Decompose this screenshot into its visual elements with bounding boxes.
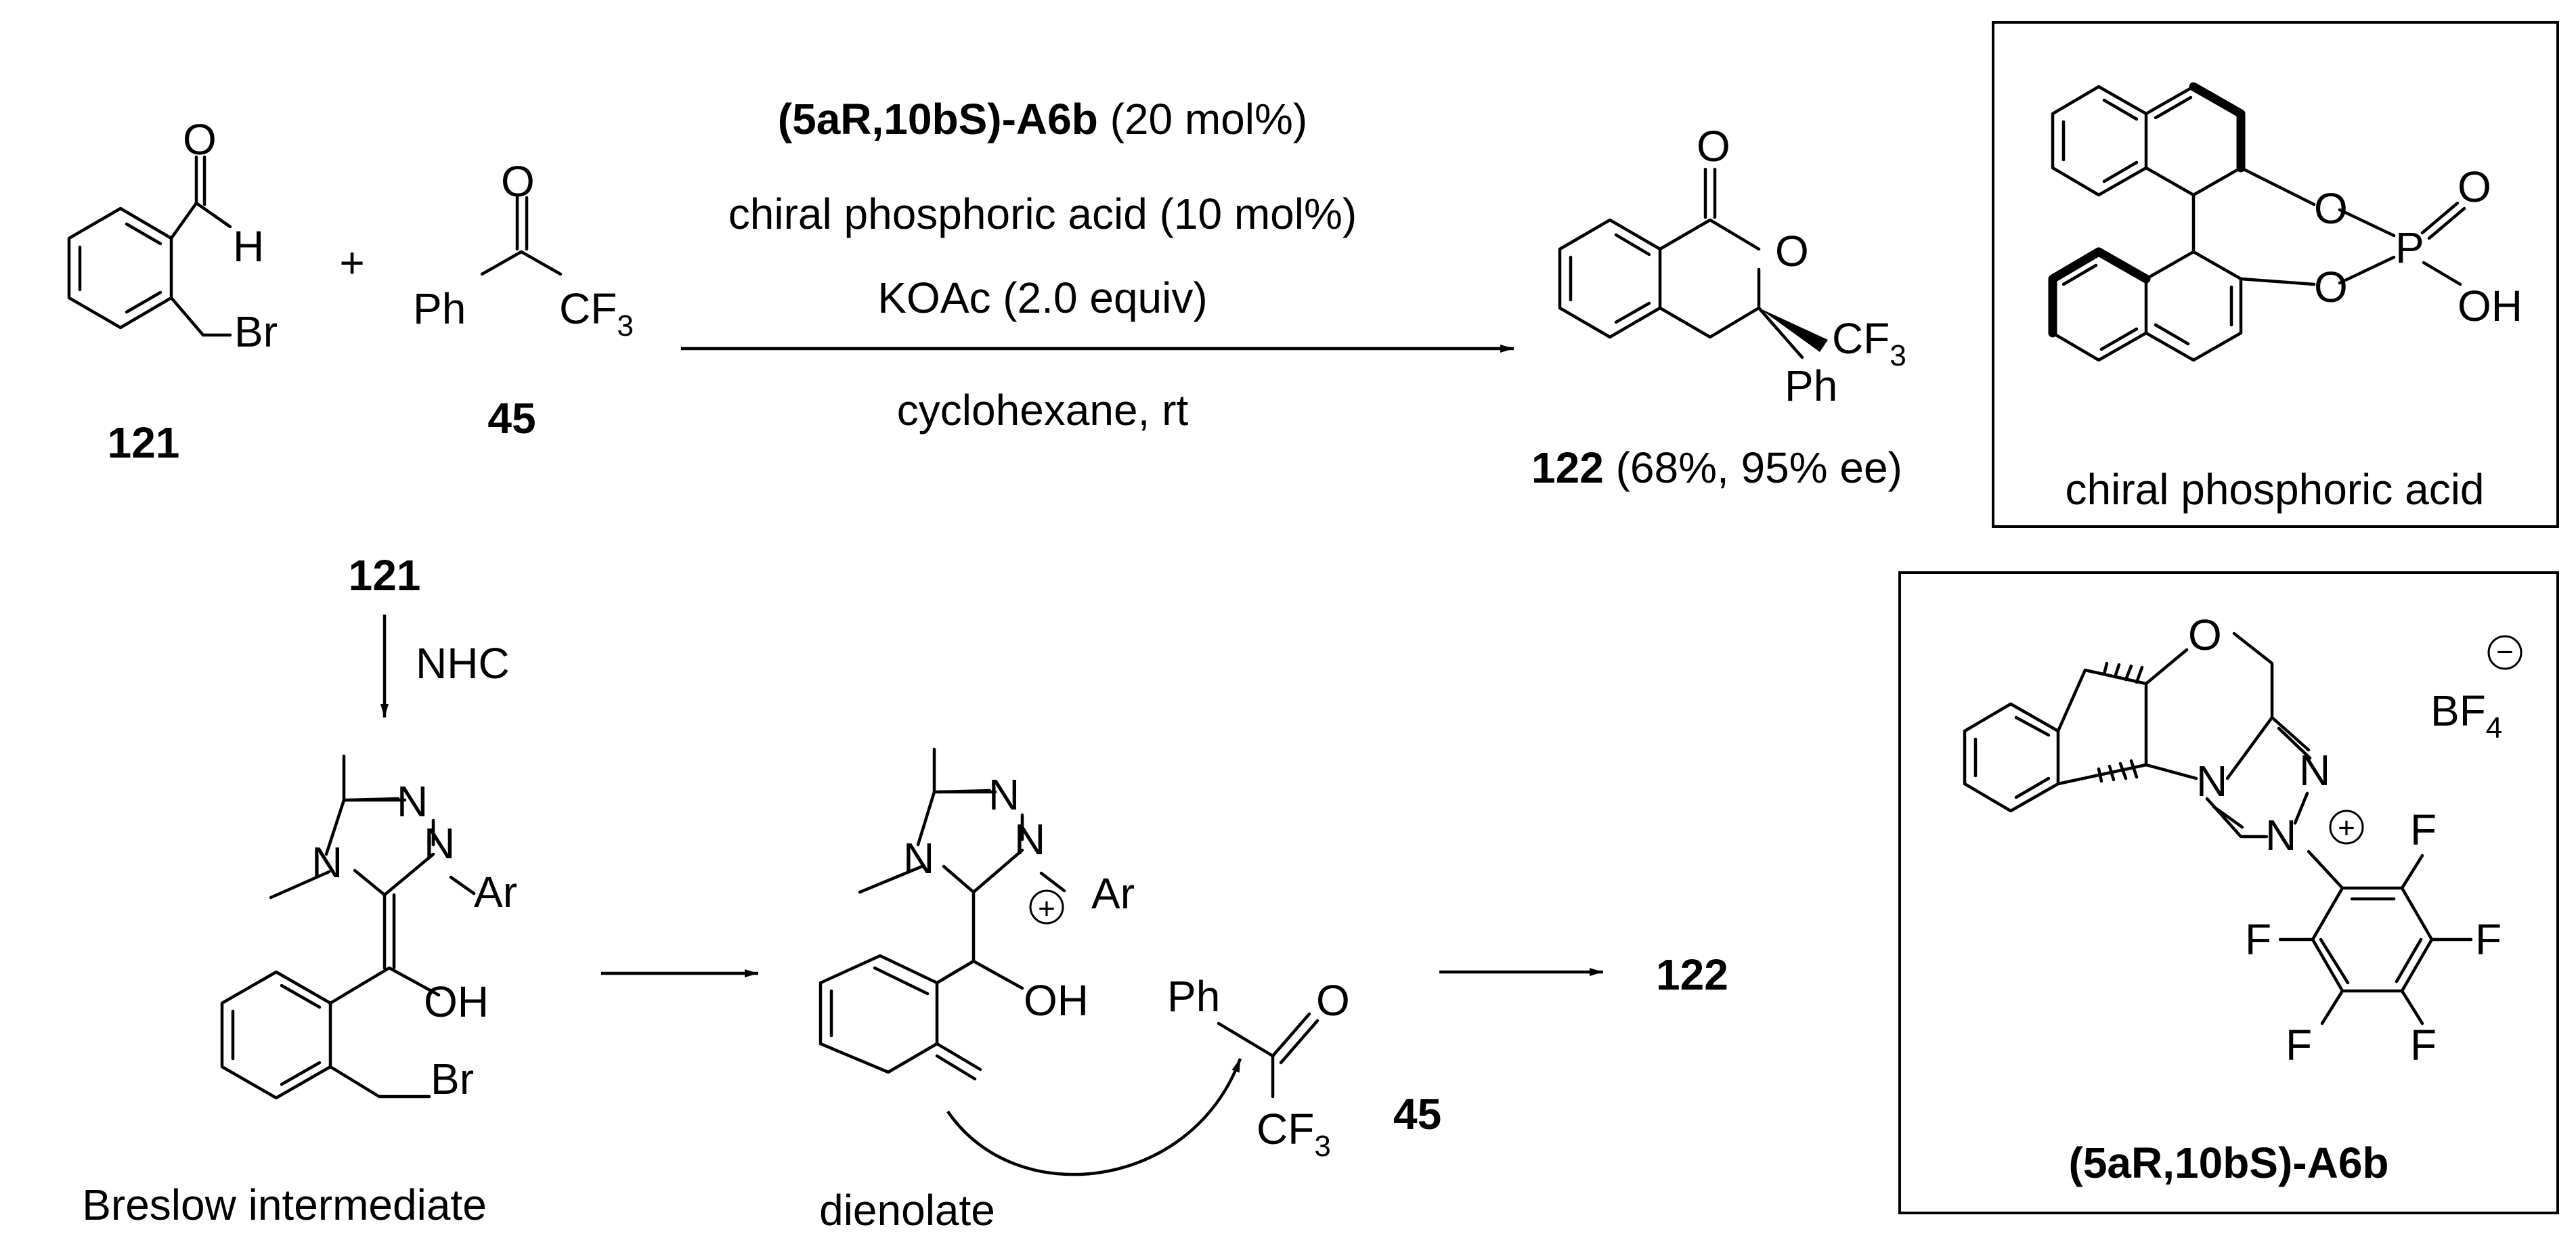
plus-charge: + [2338,812,2355,845]
dienolate-label: dienolate [819,1186,995,1235]
atom-OH: OH [424,977,489,1026]
atom-H: H [233,222,264,271]
atom-N: N [2299,746,2330,795]
atom-Ph: Ph [413,284,466,333]
a6b-title: (5aR,10bS)-A6b [2069,1138,2389,1187]
dienolate-structure: N N N Ar + OH [818,747,1135,1081]
atom-BF4: BF4 [2430,686,2502,745]
atom-N: N [903,834,934,883]
breslow-structure: N N N Ar OH Br [220,754,517,1103]
atom-O: O [183,115,217,164]
atom-OH: OH [2458,282,2523,330]
compound-122-mech-label: 122 [1656,950,1728,999]
atom-CF3: CF3 [559,284,634,342]
atom-N: N [2265,811,2296,860]
minus-charge-icon [2487,635,2523,670]
condition-base: KOAc (2.0 equiv) [877,273,1207,322]
ketone-45-mech-structure: Ph O CF3 [1167,972,1350,1163]
atom-O: O [2314,263,2348,311]
a6b-box [1898,571,2559,1214]
cpa-box [1992,21,2559,528]
atom-F: F [2410,805,2437,854]
atom-CF3: CF3 [1832,314,1906,372]
plus-charge-icon [2329,810,2364,845]
condition-solvent: cyclohexane, rt [897,386,1189,435]
plus-charge: + [1038,892,1055,925]
compound-122-label: 122 (68%, 95% ee) [1531,443,1902,492]
atom-Br: Br [431,1055,474,1103]
compound-121-mech-label: 121 [349,551,421,600]
atom-O: O [1316,976,1350,1025]
atom-N: N [988,770,1020,819]
atom-N: N [397,777,428,826]
atom-N: N [1014,815,1045,864]
atom-F: F [2245,915,2271,964]
condition-cpa: chiral phosphoric acid (10 mol%) [728,190,1357,238]
compound-122-structure: O O CF3 Ph [1558,122,1906,410]
atom-N: N [311,838,343,887]
cpa-structure: O O P O OH [2048,82,2523,362]
atom-O: O [1697,122,1730,171]
atom-CF3: CF3 [1257,1105,1331,1163]
compound-121-label: 121 [108,418,180,467]
atom-F: F [2286,1021,2312,1069]
compound-45-structure: O Ph CF3 [413,157,634,342]
atom-P: P [2395,223,2424,272]
curved-attack-arrow [946,1058,1242,1176]
atom-O: O [2188,611,2222,659]
condition-catalyst: (5aR,10bS)-A6b (20 mol%) [778,95,1307,143]
breslow-label: Breslow intermediate [82,1180,487,1229]
atom-N: N [2196,757,2227,805]
atom-O: O [2458,162,2491,211]
nhc-label: NHC [416,639,510,688]
compound-121-structure: O H Br [67,115,278,356]
atom-F: F [2410,1021,2437,1069]
atom-Ar: Ar [474,868,517,916]
compound-45-label: 45 [487,394,536,443]
a6b-structure: O N N N + F F F F F BF4 − [1963,611,2523,1069]
atom-Br: Br [234,307,278,356]
atom-OH: OH [1024,976,1089,1025]
wedge-bond [1759,308,1828,352]
plus-charge-icon [1029,889,1064,925]
cpa-title: chiral phosphoric acid [2066,465,2485,514]
atom-Ph: Ph [1167,972,1220,1021]
atom-Ar: Ar [1091,869,1135,918]
plus-sign: + [339,238,364,287]
atom-O: O [2314,184,2348,233]
minus-charge: − [2496,636,2514,669]
atom-O: O [501,157,535,206]
atom-N: N [424,819,455,868]
compound-45-mech-label: 45 [1393,1090,1441,1138]
atom-F: F [2475,915,2502,964]
atom-Ph: Ph [1785,361,1837,410]
atom-O: O [1775,227,1809,275]
